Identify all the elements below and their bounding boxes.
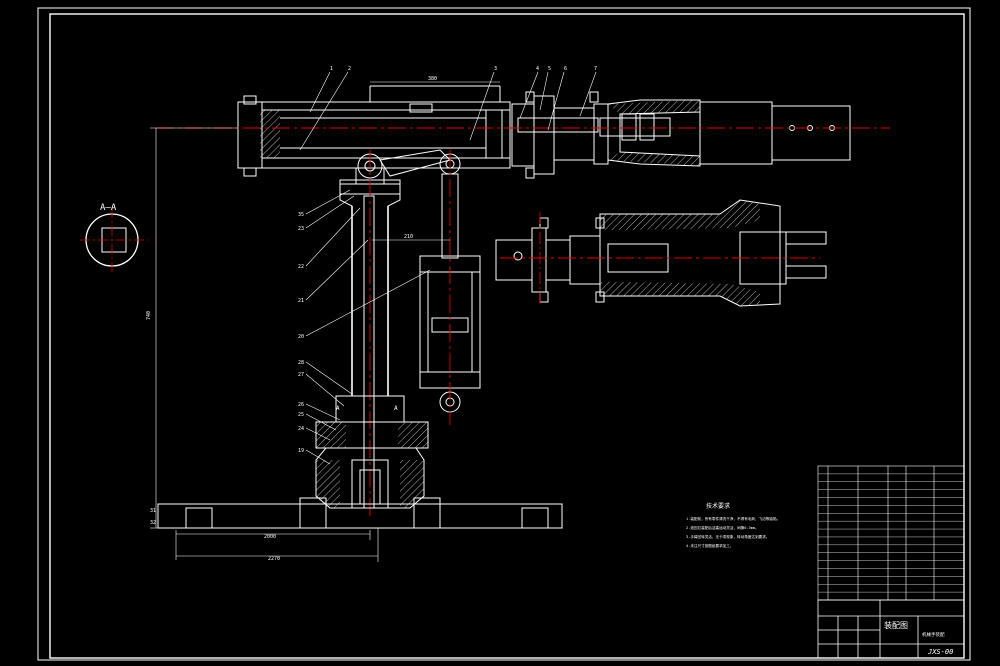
part-2: 2: [348, 66, 351, 72]
drawing-number: JXS-00: [927, 648, 953, 656]
parts-list-table: [817, 465, 965, 601]
part-25: 25: [298, 412, 304, 418]
base-rotary-housing: [315, 395, 429, 509]
part-22: 22: [298, 264, 304, 270]
section-marker-right: A: [394, 405, 398, 412]
part-20: 20: [298, 334, 304, 340]
inner-border: [49, 13, 965, 659]
gripper-detail-view: [495, 199, 827, 307]
wrist-coupling: [511, 91, 609, 179]
part-5: 5: [548, 66, 551, 72]
dim-base-outer: 2270: [268, 556, 280, 562]
section-label: A—A: [100, 203, 117, 213]
part-31: 31: [150, 508, 156, 514]
gripper-housing-top: [599, 99, 851, 167]
notes-line-1: 1.装配前，所有零件清洗干净，不得有毛刺、飞边等缺陷。: [686, 516, 780, 521]
leader-lines: [299, 71, 597, 465]
dim-mid: 210: [404, 234, 413, 240]
vertical-column: [339, 149, 451, 509]
base-plate: [157, 497, 563, 529]
part-number-labels: 1 2 3 4 5 6 7 35 23 22 21 20 28 27 26 25…: [150, 66, 597, 526]
section-marker-left: A: [336, 405, 340, 412]
dim-vertical: 740: [146, 311, 152, 320]
dim-base-inner: 2000: [264, 534, 276, 540]
title-block-subtitle: 机械手装配: [922, 631, 945, 638]
part-32: 32: [150, 520, 156, 526]
title-block-title: 装配图: [884, 620, 908, 630]
part-26: 26: [298, 402, 304, 408]
horizontal-arm-cylinder: [237, 85, 511, 177]
notes-line-4: 4.未注尺寸按图纸要求加工。: [686, 543, 733, 548]
part-21: 21: [298, 298, 304, 304]
technical-notes: 技术要求 1.装配前，所有零件清洗干净，不得有毛刺、飞边等缺陷。 2.液压缸装配…: [686, 502, 780, 548]
part-19: 19: [298, 448, 304, 454]
notes-line-2: 2.液压缸装配后活塞运动灵活，间隙0.3mm。: [686, 525, 759, 530]
outer-border: [37, 7, 971, 661]
dim-top: 380: [428, 76, 437, 82]
part-27: 27: [298, 372, 304, 378]
part-3: 3: [494, 66, 497, 72]
title-block: [817, 599, 965, 659]
part-28: 28: [298, 360, 304, 366]
part-23: 23: [298, 226, 304, 232]
part-6: 6: [564, 66, 567, 72]
part-4: 4: [536, 66, 539, 72]
parts-list-rows: [818, 473, 964, 593]
part-35: 35: [298, 212, 304, 218]
notes-line-3: 3.手臂回转灵活，无卡滞现象，转动角度达到要求。: [686, 534, 769, 539]
section-a-a: [80, 208, 148, 272]
part-1: 1: [330, 66, 333, 72]
part-7: 7: [594, 66, 597, 72]
notes-title: 技术要求: [706, 502, 730, 510]
dimension-lines: [150, 81, 500, 562]
part-24: 24: [298, 426, 304, 432]
